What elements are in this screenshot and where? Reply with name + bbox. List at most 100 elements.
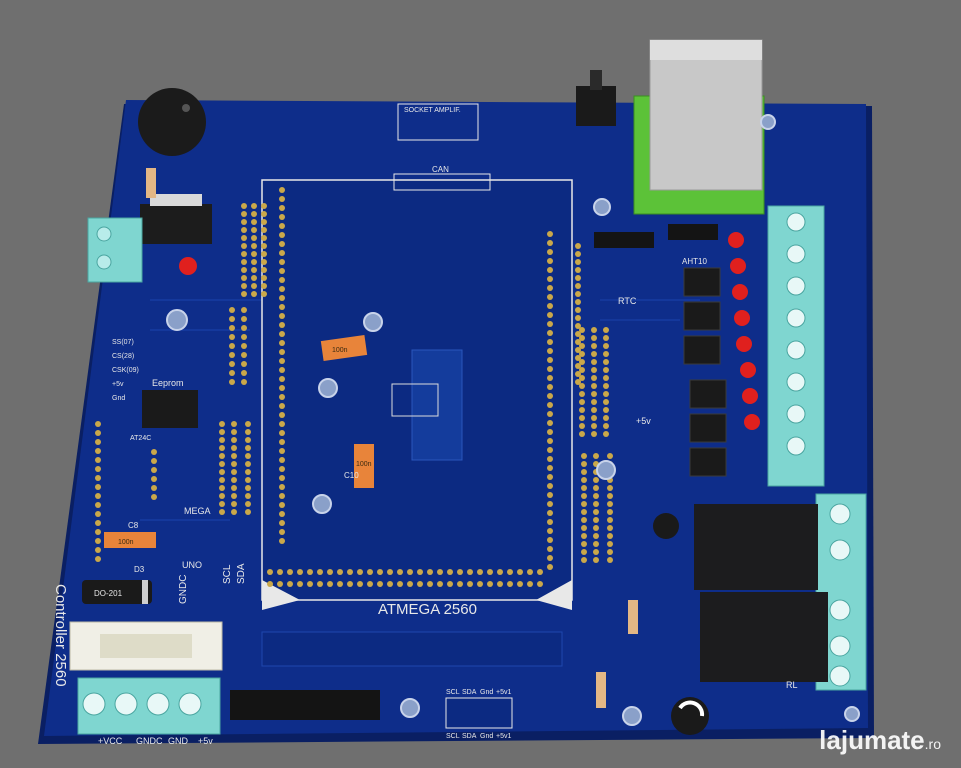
pad [575,275,581,281]
left-power-terminal [87,217,143,283]
pad [547,483,553,489]
pad [95,421,101,427]
i2c-top-sda: SDA [462,689,477,696]
pad [447,581,453,587]
pad [581,477,587,483]
pad [581,493,587,499]
pad [241,275,247,281]
pad [593,541,599,547]
pad [229,370,235,376]
pad [241,211,247,217]
regulator-body [140,204,212,244]
pad [547,240,553,246]
pad [241,267,247,273]
pad [593,549,599,555]
pad [261,219,267,225]
buzzer [138,88,206,156]
diode-label: DO-201 [94,589,123,598]
pad [575,363,581,369]
silver-component-top [650,40,762,60]
pad [607,509,613,515]
pad [261,259,267,265]
pad [241,352,247,358]
pad [581,525,587,531]
side-pin-cs: CS(28) [112,353,134,360]
at24c-label: AT24C [130,435,151,442]
pad [241,203,247,209]
gndc-label: GNDC [178,575,189,604]
pad [277,569,283,575]
pad [151,467,157,473]
pad [547,411,553,417]
pad [279,385,285,391]
pad [407,569,413,575]
pad [547,231,553,237]
pad [231,453,237,459]
aht-header [668,224,718,240]
pad [527,569,533,575]
i2c-top-5v: +5v1 [496,689,511,696]
pad [547,456,553,462]
pad [477,581,483,587]
pad [547,546,553,552]
pad [279,250,285,256]
pad [279,412,285,418]
d3-label: D3 [134,565,145,574]
pad [231,421,237,427]
pad [241,251,247,257]
c8-label: C8 [128,521,139,530]
pad [219,437,225,443]
pad [407,581,413,587]
pad [95,556,101,562]
pad [279,376,285,382]
regulator-tab [150,194,202,206]
pad [593,525,599,531]
pad [591,399,597,405]
pad [241,243,247,249]
pad [547,501,553,507]
pad [241,370,247,376]
pad [279,196,285,202]
pad [457,581,463,587]
pad [547,510,553,516]
bottom-pin-header [230,690,380,720]
pad [547,321,553,327]
pad [279,358,285,364]
pad [95,439,101,445]
pad [579,335,585,341]
pad [607,557,613,563]
pad [279,493,285,499]
pad [151,449,157,455]
pad [241,343,247,349]
pad [591,367,597,373]
pad [575,339,581,345]
pad [261,235,267,241]
can-label: CAN [432,165,449,174]
pad [229,334,235,340]
pad [261,267,267,273]
resistor-1 [628,600,638,634]
pad [151,485,157,491]
pad [387,569,393,575]
pad [219,445,225,451]
pad [241,291,247,297]
pad [231,477,237,483]
pad [607,501,613,507]
pad [279,313,285,319]
pad [231,445,237,451]
pad [575,259,581,265]
i2c-bottom-sda: SDA [462,733,477,740]
pad [591,383,597,389]
relay-2 [700,592,828,682]
pad [547,555,553,561]
pad [579,399,585,405]
i2c-bottom-5v: +5v1 [496,733,511,740]
pad [251,203,257,209]
pad [347,581,353,587]
pad [279,322,285,328]
pad [229,379,235,385]
pad [547,366,553,372]
pad [279,403,285,409]
pad [579,375,585,381]
pad [279,457,285,463]
